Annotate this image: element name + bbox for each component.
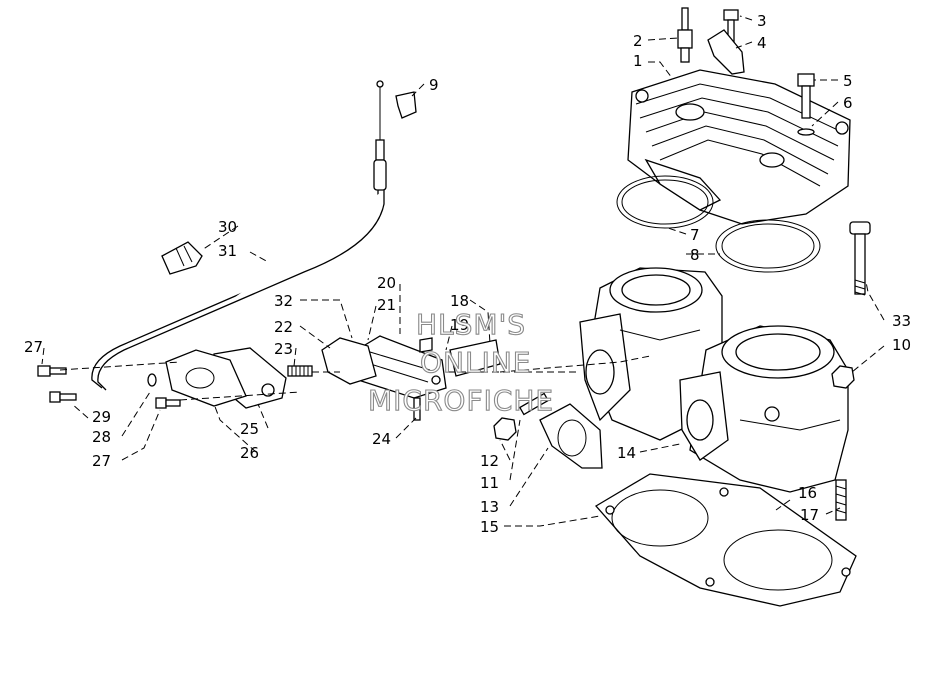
callout-7: 7: [690, 226, 700, 244]
callout-26: 26: [240, 444, 259, 462]
callout-22: 22: [274, 318, 293, 336]
callout-27-upper: 27: [24, 338, 43, 356]
callout-13: 13: [480, 498, 499, 516]
callout-25: 25: [240, 420, 259, 438]
cable-retainer: [161, 241, 203, 275]
exhaust-nut: [493, 417, 517, 441]
reed-spring: [287, 365, 313, 377]
flange-screw: [49, 391, 77, 403]
cylinder-head: [627, 69, 851, 225]
head-gasket-rear: [715, 219, 821, 273]
flange-bolt-upper: [37, 365, 67, 377]
watermark-line-3: MICROFICHE: [368, 384, 554, 417]
cylinder-block: [579, 267, 849, 493]
callout-18: 18: [450, 292, 469, 310]
callout-30: 30: [218, 218, 237, 236]
callout-15: 15: [480, 518, 499, 536]
cable-clip: [395, 91, 417, 119]
callout-6: 6: [843, 94, 853, 112]
callout-23: 23: [274, 340, 293, 358]
callout-8: 8: [690, 246, 700, 264]
leader-lines: [41, 15, 885, 527]
flange-bolt-lower: [155, 397, 181, 409]
callout-4: 4: [757, 34, 767, 52]
base-stud: [835, 479, 847, 521]
throttle-cable: [91, 80, 387, 391]
callout-29: 29: [92, 408, 111, 426]
callout-21: 21: [377, 296, 396, 314]
callout-24: 24: [372, 430, 391, 448]
callout-labels: 1 2 3 4 5 6 7 8 9 10 11 12 13 14 15 16 1…: [24, 12, 911, 536]
callout-20: 20: [377, 274, 396, 292]
head-washer: [797, 128, 815, 136]
callout-27-lower: 27: [92, 452, 111, 470]
cylinder-stud: [849, 221, 871, 296]
reed-screw: [413, 397, 421, 421]
watermark-line-1: HLSM'S: [416, 308, 526, 341]
callout-12: 12: [480, 452, 499, 470]
spark-plug: [677, 7, 693, 63]
reed-gasket: [449, 339, 501, 377]
cylinder-nut: [831, 365, 855, 389]
callout-31: 31: [218, 242, 237, 260]
callout-10: 10: [892, 336, 911, 354]
callout-32: 32: [274, 292, 293, 310]
callout-33: 33: [892, 312, 911, 330]
head-gasket-front: [616, 175, 714, 229]
watermark-line-2: ONLINE: [420, 346, 531, 379]
callout-2: 2: [633, 32, 643, 50]
callout-5: 5: [843, 72, 853, 90]
callout-3: 3: [757, 12, 767, 30]
callout-28: 28: [92, 428, 111, 446]
callout-11: 11: [480, 474, 499, 492]
base-gasket: [594, 473, 857, 607]
reed-petal: [419, 337, 433, 353]
callout-16: 16: [798, 484, 817, 502]
callout-1: 1: [633, 52, 643, 70]
callout-19: 19: [450, 316, 469, 334]
callout-17: 17: [800, 506, 819, 524]
lifting-bracket: [707, 29, 745, 75]
flange-washer: [147, 373, 157, 387]
intake-flange: [165, 347, 287, 409]
exhaust-gasket: [539, 403, 603, 469]
callout-9: 9: [429, 76, 439, 94]
watermark: HLSM'S ONLINE MICROFICHE: [367, 307, 554, 417]
callout-14: 14: [617, 444, 636, 462]
exhaust-stud: [518, 392, 550, 416]
